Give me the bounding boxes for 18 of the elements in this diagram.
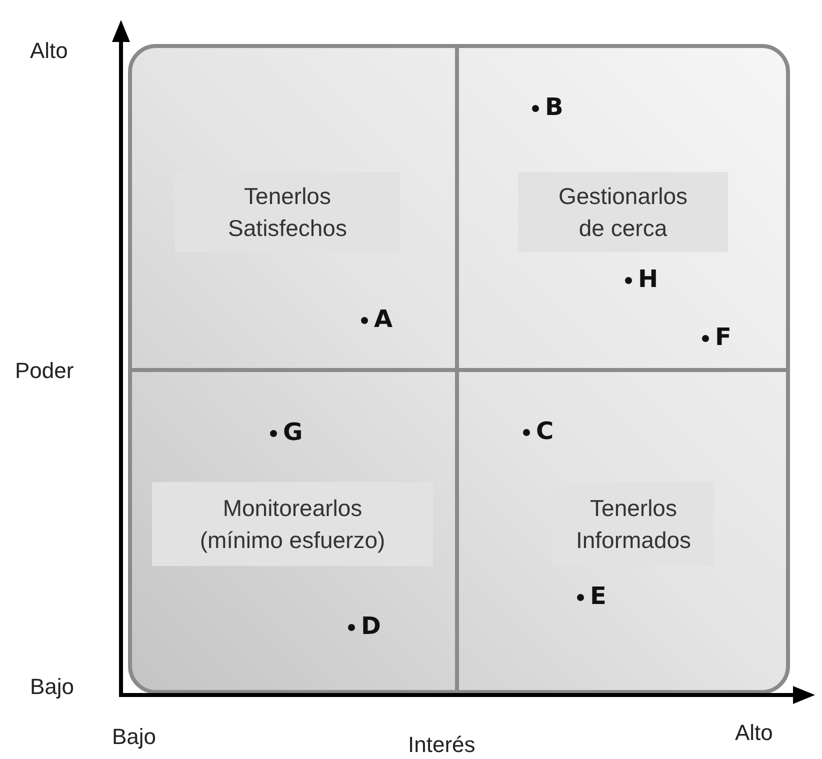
point-label: A: [374, 306, 393, 332]
point-label: E: [590, 583, 606, 609]
point-label: G: [283, 419, 303, 445]
point-label: D: [361, 613, 381, 639]
quadrant-label: Monitorearlos (mínimo esfuerzo): [152, 482, 433, 566]
axis-label: Alto: [30, 38, 68, 64]
quadrant-label: Tenerlos Satisfechos: [175, 172, 400, 252]
axis-title: Poder: [15, 358, 74, 384]
axis-title: Interés: [408, 732, 476, 758]
quadrant-label: Gestionarlos de cerca: [518, 172, 728, 252]
point-label: B: [545, 94, 564, 120]
point-label: F: [715, 324, 732, 350]
point-label: C: [536, 418, 554, 444]
point-label: H: [638, 266, 658, 292]
axis-label: Bajo: [30, 674, 74, 700]
quadrant-label: Tenerlos Informados: [553, 482, 714, 566]
axis-label: Alto: [735, 720, 773, 746]
axis-label: Bajo: [112, 724, 156, 750]
